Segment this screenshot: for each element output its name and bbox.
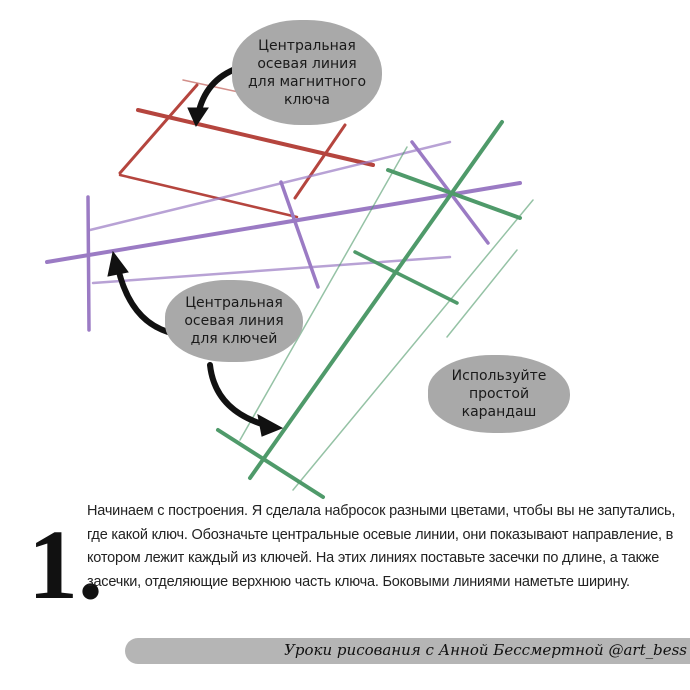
callout-line: Центральная (258, 37, 356, 54)
green-key-left-edge (239, 146, 408, 441)
purple-key-mid-mark (279, 180, 320, 289)
footer-banner: Уроки рисования с Анной Бессмертной @art… (125, 638, 690, 664)
green-key-mid-mark (353, 250, 459, 305)
callout-magnetic-key-axis: Центральная осевая линия для магнитного … (232, 20, 382, 125)
callout-line: осевая линия (184, 313, 284, 329)
purple-key-left-mark (86, 195, 91, 332)
footer-credit: Уроки рисования с Анной Бессмертной @art… (284, 641, 687, 659)
green-key-sketch (216, 120, 534, 499)
magnetic-key-axis (136, 108, 375, 167)
green-key-right-edge (292, 199, 534, 491)
magnetic-key-right-edge (293, 123, 347, 200)
arrow-head-icon (257, 414, 284, 437)
step-number: 1. (28, 509, 103, 620)
green-key-axis (248, 120, 504, 480)
magnetic-key-bottom-edge (118, 173, 299, 219)
purple-key-sketch (45, 140, 522, 332)
arrow-head-icon (187, 107, 209, 128)
arrows (107, 65, 284, 437)
purple-key-lower-edge (91, 255, 452, 285)
purple-key-axis (45, 181, 522, 264)
green-key-bottom-mark (216, 428, 325, 499)
callout-pencil-tip: Используйте простой карандаш (428, 355, 570, 433)
callout-keys-axis: Центральная осевая линия для ключей (165, 280, 303, 362)
callout-line: Используйте (451, 368, 547, 384)
sketch-drawing (45, 65, 534, 499)
arrow-to-purple-axis (115, 265, 171, 335)
green-key-inner-edge (446, 249, 518, 338)
magnetic-key-left-edge (118, 83, 199, 175)
magnetic-key-sketch (118, 79, 375, 219)
arrow-head-icon (107, 250, 129, 277)
callout-line: простой (468, 386, 530, 402)
arrow-to-green-axis (207, 362, 268, 428)
callout-line: Центральная (185, 295, 283, 311)
callout-line: ключа (283, 91, 331, 108)
step-instructions: Начинаем с построения. Я сделала набросо… (87, 503, 676, 590)
callout-line: для ключей (190, 331, 278, 347)
callout-line: осевая линия (257, 55, 357, 72)
green-key-top-mark (386, 168, 522, 220)
callout-line: карандаш (461, 404, 537, 420)
purple-key-upper-edge (88, 140, 452, 232)
callout-line: для магнитного (247, 73, 367, 90)
